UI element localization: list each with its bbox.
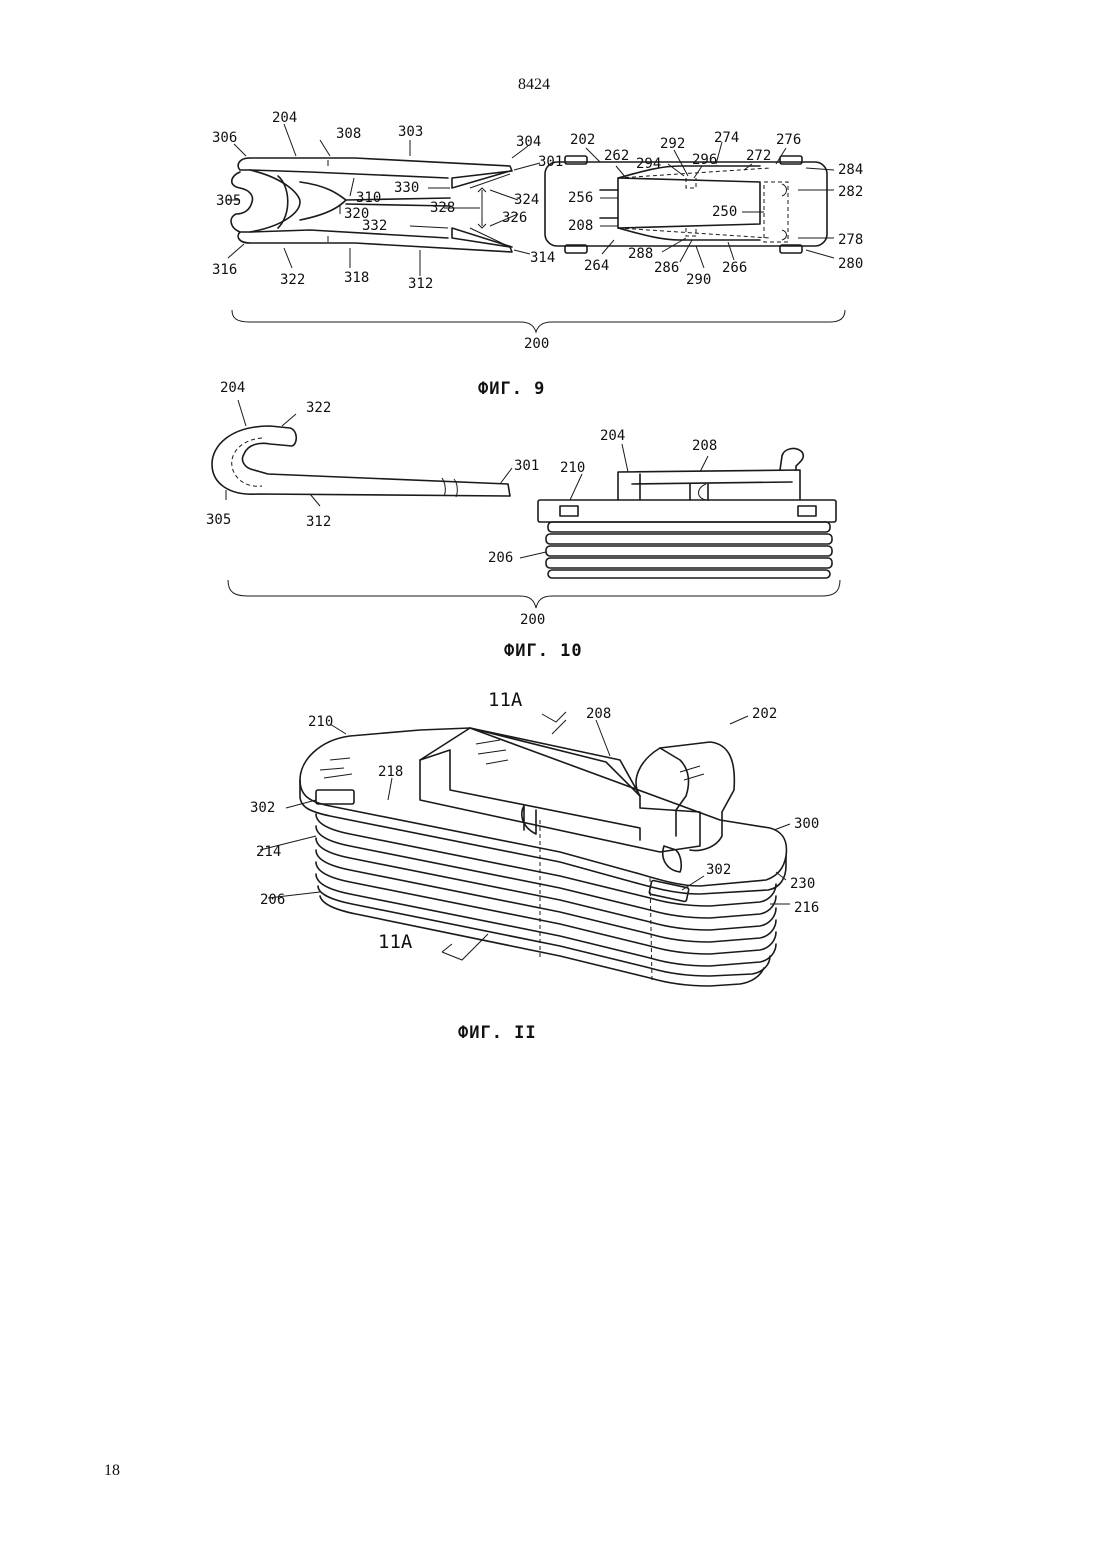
fig11-label: 216 bbox=[794, 900, 819, 916]
fig10-label: 301 bbox=[514, 458, 539, 474]
fig9-label: 322 bbox=[280, 272, 305, 288]
fig9-label: 284 bbox=[838, 162, 863, 178]
fig9-label: 330 bbox=[394, 180, 419, 196]
fig11-label: 210 bbox=[308, 714, 333, 730]
fig11-label: 300 bbox=[794, 816, 819, 832]
fig9-label: 208 bbox=[568, 218, 593, 234]
fig11-section-label: 11A bbox=[488, 689, 523, 711]
fig9-label: 314 bbox=[530, 250, 555, 266]
fig11-label: 218 bbox=[378, 764, 403, 780]
fig9-label: 250 bbox=[712, 204, 737, 220]
fig10-label: 204 bbox=[600, 428, 625, 444]
fig9-label: 266 bbox=[722, 260, 747, 276]
fig9-label: 318 bbox=[344, 270, 369, 286]
fig9-caption: ФИГ. 9 bbox=[478, 379, 545, 399]
fig9-label: 272 bbox=[746, 148, 771, 164]
fig9-label: 303 bbox=[398, 124, 423, 140]
fig11-label: 206 bbox=[260, 892, 285, 908]
fig9-label: 280 bbox=[838, 256, 863, 272]
fig11-label: 302 bbox=[706, 862, 731, 878]
fig11-label: 214 bbox=[256, 844, 281, 860]
fig9-label: 328 bbox=[430, 200, 455, 216]
fig9-label: 324 bbox=[514, 192, 539, 208]
fig10-label: 305 bbox=[206, 512, 231, 528]
fig11-reference-numerals: 11A 208 202 210 218 302 300 214 302 230 … bbox=[250, 689, 819, 953]
fig9-label: 332 bbox=[362, 218, 387, 234]
fig9-label: 310 bbox=[356, 190, 381, 206]
fig11-housing-perspective bbox=[300, 728, 786, 986]
fig9-label: 274 bbox=[714, 130, 739, 146]
fig9-label: 278 bbox=[838, 232, 863, 248]
fig9-label: 200 bbox=[524, 336, 549, 352]
fig11-label: 302 bbox=[250, 800, 275, 816]
fig9-label: 282 bbox=[838, 184, 863, 200]
fig9-reference-numerals: 204 306 308 303 304 301 305 310 330 324 … bbox=[212, 110, 863, 352]
fig10-label: 200 bbox=[520, 612, 545, 628]
fig9-label: 308 bbox=[336, 126, 361, 142]
fig9-label: 276 bbox=[776, 132, 801, 148]
fig10-reference-numerals: 204 322 301 305 312 204 208 210 206 200 bbox=[206, 380, 717, 628]
fig9-label: 288 bbox=[628, 246, 653, 262]
fig11-label: 202 bbox=[752, 706, 777, 722]
fig9-label: 326 bbox=[502, 210, 527, 226]
fig9-label: 204 bbox=[272, 110, 297, 126]
fig10-label: 322 bbox=[306, 400, 331, 416]
figure-10: 204 322 301 305 312 204 208 210 206 200 … bbox=[206, 380, 840, 661]
figure-11: 11A 208 202 210 218 302 300 214 302 230 … bbox=[250, 689, 819, 1043]
fig9-brace bbox=[232, 310, 845, 332]
fig11-clip-perspective bbox=[420, 728, 734, 872]
fig9-label: 286 bbox=[654, 260, 679, 276]
fig9-label: 292 bbox=[660, 136, 685, 152]
fig10-label: 210 bbox=[560, 460, 585, 476]
fig9-label: 202 bbox=[570, 132, 595, 148]
fig10-label: 204 bbox=[220, 380, 245, 396]
figure-9: 204 306 308 303 304 301 305 310 330 324 … bbox=[212, 110, 863, 399]
fig9-label: 304 bbox=[516, 134, 541, 150]
fig9-label: 290 bbox=[686, 272, 711, 288]
fig9-label: 262 bbox=[604, 148, 629, 164]
fig10-label: 206 bbox=[488, 550, 513, 566]
fig9-label: 306 bbox=[212, 130, 237, 146]
fig9-label: 294 bbox=[636, 156, 661, 172]
fig10-clip-side-view bbox=[212, 426, 510, 497]
fig9-label: 264 bbox=[584, 258, 609, 274]
fig10-caption: ФИГ. 10 bbox=[504, 641, 583, 661]
fig11-caption: ФИГ. II bbox=[458, 1023, 537, 1043]
fig9-label: 301 bbox=[538, 154, 563, 170]
fig11-label: 208 bbox=[586, 706, 611, 722]
fig9-label: 312 bbox=[408, 276, 433, 292]
fig9-label: 316 bbox=[212, 262, 237, 278]
fig9-label: 305 bbox=[216, 193, 241, 209]
fig9-label: 256 bbox=[568, 190, 593, 206]
fig9-label: 296 bbox=[692, 152, 717, 168]
fig10-label: 312 bbox=[306, 514, 331, 530]
fig10-label: 208 bbox=[692, 438, 717, 454]
fig11-section-label: 11A bbox=[378, 931, 413, 953]
fig10-brace bbox=[228, 580, 840, 608]
fig11-label: 230 bbox=[790, 876, 815, 892]
